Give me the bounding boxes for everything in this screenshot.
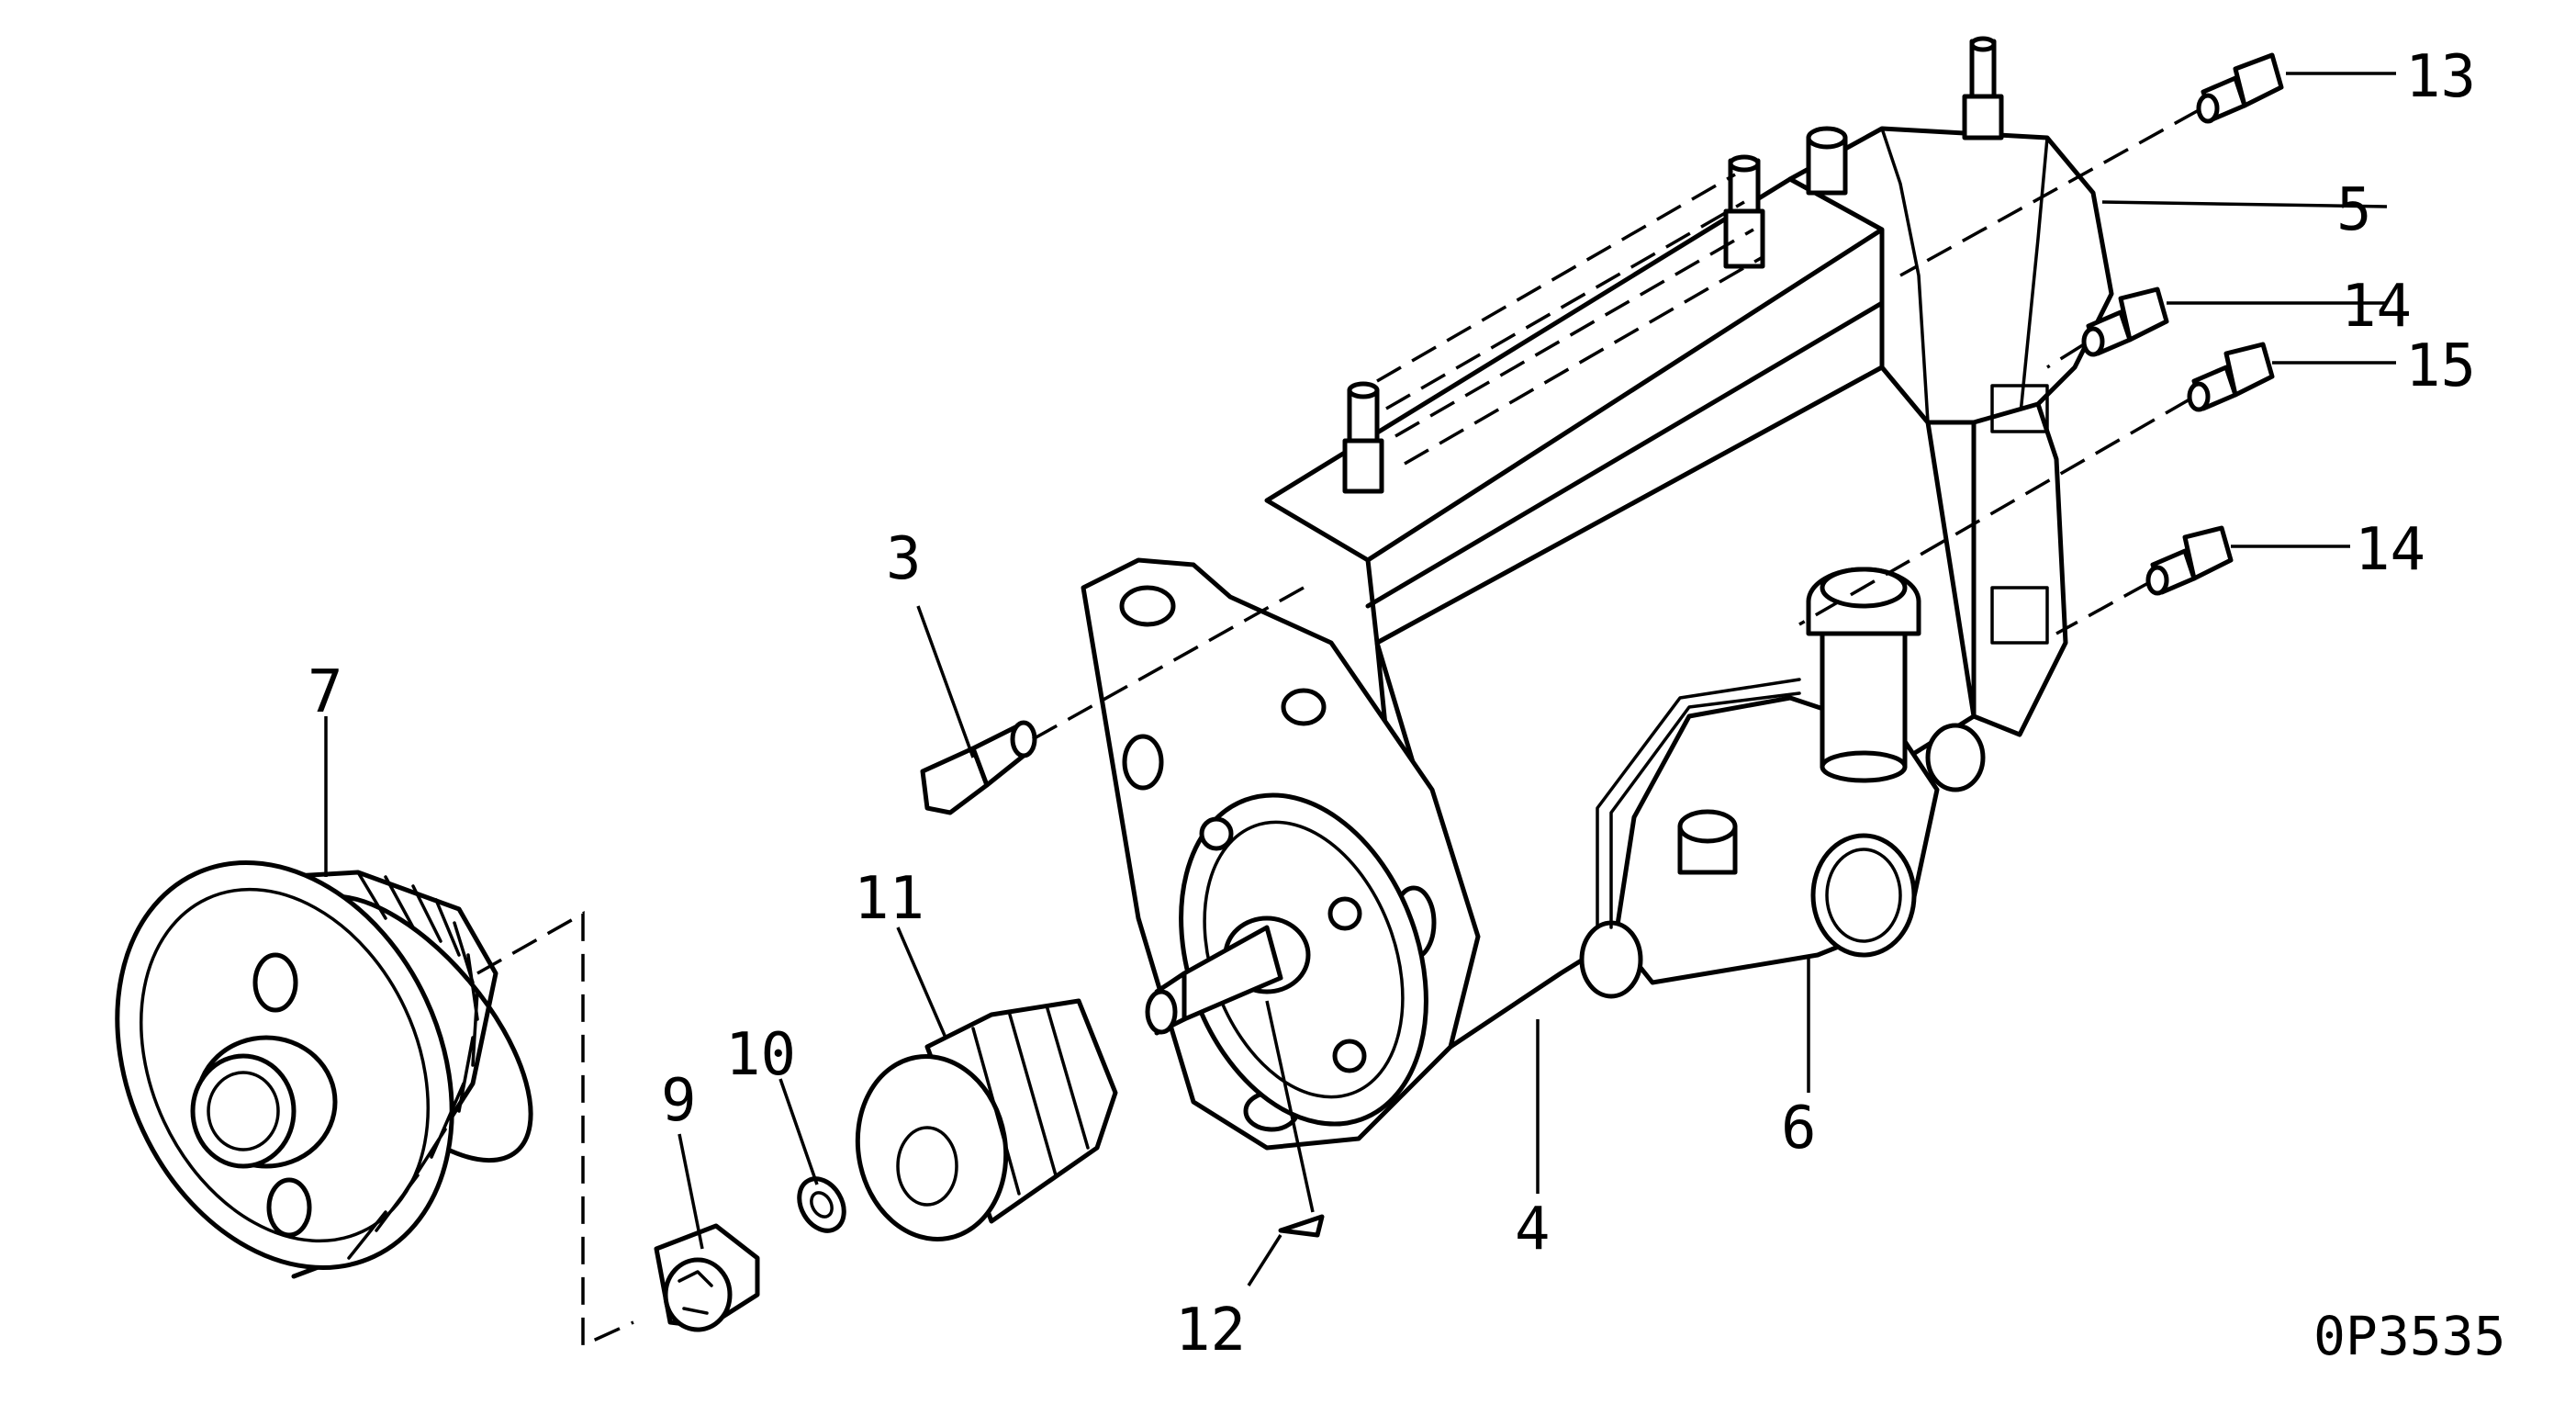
delivery-valve-holders [1342,36,2004,494]
pump-housing [1264,126,2114,1050]
callout-15: 15 [2405,332,2476,400]
pin-part-12 [1278,1214,1325,1238]
coupling [855,998,1118,1241]
feed-pump [1579,567,1986,999]
gear-wheel [115,860,533,1279]
callout-6: 6 [1781,1095,1817,1163]
drawing-code: 0P3535 [2313,1305,2506,1367]
callout-10: 10 [725,1021,796,1089]
callout-9: 9 [661,1067,697,1135]
callout-3: 3 [886,525,922,593]
callout-14-lower: 14 [2355,516,2425,584]
callout-12: 12 [1175,1297,1246,1365]
callout-14-upper: 14 [2341,273,2412,341]
callout-5: 5 [2336,176,2372,244]
sleeve [654,1223,760,1332]
assembly-dashed-lines [1376,173,1764,466]
callout-7: 7 [308,658,343,726]
assembly-lines [476,108,2200,1348]
screw-14-upper [2081,286,2169,357]
front-flange [1081,557,1481,1151]
callout-4: 4 [1515,1196,1551,1264]
leader-lines [324,72,2396,1286]
callout-13: 13 [2405,43,2476,111]
washer [797,1176,846,1233]
bolt-part-3 [920,720,1037,815]
callout-11: 11 [854,865,924,933]
screw-15 [2187,342,2275,412]
screw-13 [2196,52,2284,124]
screw-14-lower [2145,525,2234,596]
